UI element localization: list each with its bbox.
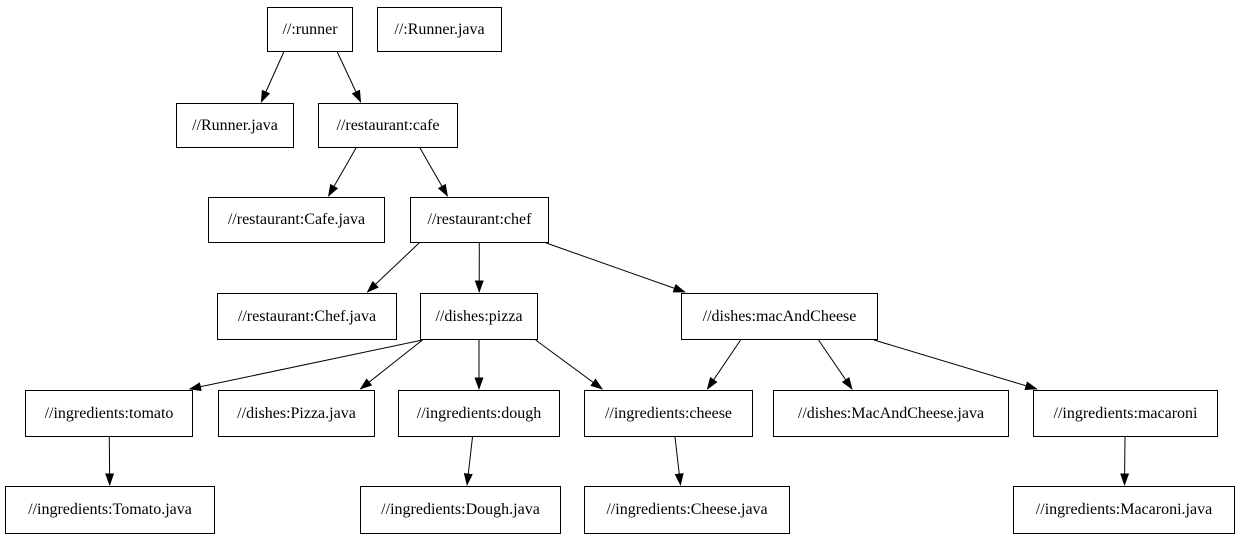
edge-chef-to-chef-java <box>366 242 420 293</box>
graph-node-label: //restaurant:chef <box>427 211 532 228</box>
graph-node-label: //ingredients:Macaroni.java <box>1035 501 1213 518</box>
edge-runner-to-cafe <box>336 51 362 103</box>
graph-node-label: //ingredients:tomato <box>44 404 174 422</box>
edge-macaroni-to-macaroni-java <box>1120 436 1130 486</box>
edge-cafe-to-chef <box>419 147 448 197</box>
graph-node-runner: //:runner <box>267 7 353 52</box>
graph-node-cafe-java: //restaurant:Cafe.java <box>208 197 385 243</box>
graph-node-tomato-java: //ingredients:Tomato.java <box>5 486 215 534</box>
graph-node-tomato: //ingredients:tomato <box>25 390 193 437</box>
graph-node-cheese-java: //ingredients:Cheese.java <box>584 486 790 534</box>
graph-node-dough: //ingredients:dough <box>398 390 560 437</box>
graph-node-chef-java: //restaurant:Chef.java <box>217 293 397 340</box>
edge-pizza-to-tomato <box>188 339 423 392</box>
graph-node-macaroni-java: //ingredients:Macaroni.java <box>1013 486 1235 534</box>
graph-node-label: //ingredients:macaroni <box>1053 404 1198 422</box>
graph-node-label: //ingredients:Dough.java <box>381 501 540 518</box>
graph-node-label: //ingredients:Tomato.java <box>28 501 192 518</box>
graph-node-label: //restaurant:Chef.java <box>237 307 377 325</box>
edge-mac-and-cheese-to-mac-and-cheese-java <box>818 339 853 390</box>
graph-node-cheese: //ingredients:cheese <box>584 390 753 437</box>
graph-node-label: //dishes:macAndCheese <box>702 307 857 325</box>
graph-node-cafe: //restaurant:cafe <box>318 103 458 148</box>
graph-node-label: //ingredients:Cheese.java <box>606 501 768 518</box>
edge-pizza-to-cheese <box>535 339 604 390</box>
graph-node-label: //ingredients:cheese <box>604 404 733 422</box>
graph-node-label: //dishes:pizza <box>435 307 523 325</box>
graph-node-label: //ingredients:dough <box>416 404 542 422</box>
graph-node-runner-java: //Runner.java <box>176 103 294 148</box>
graph-node-chef: //restaurant:chef <box>410 197 549 243</box>
graph-node-label: //:runner <box>282 20 338 38</box>
graph-node-label: //dishes:MacAndCheese.java <box>797 404 985 422</box>
graph-node-mac-and-cheese-java: //dishes:MacAndCheese.java <box>773 390 1009 437</box>
graph-node-label: //restaurant:Cafe.java <box>227 211 366 228</box>
graph-node-pizza: //dishes:pizza <box>420 293 538 340</box>
graph-node-mac-and-cheese: //dishes:macAndCheese <box>681 293 878 340</box>
graph-node-dough-java: //ingredients:Dough.java <box>360 486 561 534</box>
graph-node-label: //restaurant:cafe <box>336 116 440 134</box>
graph-node-pizza-java: //dishes:Pizza.java <box>218 390 375 437</box>
edge-mac-and-cheese-to-macaroni <box>873 339 1038 390</box>
graph-node-macaroni: //ingredients:macaroni <box>1033 390 1218 437</box>
graph-node-runner-src: //:Runner.java <box>377 7 502 52</box>
graph-node-label: //Runner.java <box>192 116 278 134</box>
edge-pizza-to-pizza-java <box>359 339 423 390</box>
graph-node-label: //dishes:Pizza.java <box>237 404 356 422</box>
graph-node-label: //:Runner.java <box>394 20 485 38</box>
edge-cheese-to-cheese-java <box>674 436 684 486</box>
edge-mac-and-cheese-to-cheese <box>706 339 742 390</box>
edge-dough-to-dough-java <box>463 436 473 486</box>
edge-cafe-to-cafe-java <box>328 147 357 197</box>
edge-runner-to-runner-java <box>260 51 285 103</box>
edge-chef-to-mac-and-cheese <box>546 242 686 293</box>
